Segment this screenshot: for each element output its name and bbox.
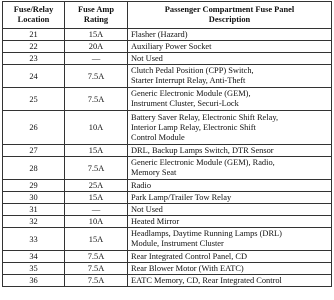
- fuse-description: Not Used: [127, 52, 332, 65]
- header-location-line: Location: [17, 15, 50, 24]
- fuse-description-line: Radio: [131, 180, 152, 190]
- fuse-amp-rating: 7.5A: [64, 64, 128, 88]
- fuse-description-line: Generic Electronic Module (GEM), Radio,: [131, 158, 275, 167]
- fuse-description-line: Headlamps, Daytime Running Lamps (DRL): [131, 229, 282, 238]
- fuse-description: Heated Mirror: [127, 215, 332, 228]
- fuse-description-line: Rear Blower Motor (With EATC): [131, 263, 244, 273]
- fuse-location: 23: [2, 52, 65, 65]
- header-rating-line: Rating: [83, 15, 109, 24]
- fuse-location: 21: [2, 28, 65, 41]
- fuse-description-line: Auxiliary Power Socket: [131, 41, 212, 51]
- fuse-location: 34: [2, 250, 65, 263]
- fuse-description-line: Instrument Cluster, Securi-Lock: [131, 99, 239, 108]
- header-location-line: Fuse/Relay: [13, 5, 54, 14]
- fuse-description: Not Used: [127, 203, 332, 216]
- fuse-description: EATC Memory, CD, Rear Integrated Control: [127, 274, 332, 287]
- fuse-description: DRL, Backup Lamps Switch, DTR Sensor: [127, 144, 332, 157]
- fuse-amp-rating: 7.5A: [64, 87, 128, 111]
- table-header-row: Fuse/Relay Location Fuse Amp Rating Pass…: [2, 1, 332, 29]
- fuse-description-line: EATC Memory, CD, Rear Integrated Control: [131, 275, 282, 285]
- fuse-description: Auxiliary Power Socket: [127, 40, 332, 53]
- fuse-description-line: DRL, Backup Lamps Switch, DTR Sensor: [131, 145, 274, 155]
- fuse-description: Rear Blower Motor (With EATC): [127, 262, 332, 275]
- fuse-location: 31: [2, 203, 65, 216]
- fuse-description-line: Not Used: [131, 204, 163, 214]
- header-rating: Fuse Amp Rating: [64, 1, 128, 29]
- header-description-line: Passenger Compartment Fuse Panel: [164, 5, 295, 14]
- fuse-amp-rating: —: [64, 203, 128, 216]
- fuse-description: Rear Integrated Control Panel, CD: [127, 250, 332, 263]
- fuse-description-line: Flasher (Hazard): [131, 29, 188, 39]
- fuse-location: 35: [2, 262, 65, 275]
- fuse-description: Headlamps, Daytime Running Lamps (DRL)Mo…: [127, 227, 332, 251]
- fuse-description: Radio: [127, 179, 332, 192]
- fuse-description-line: Control Module: [131, 132, 185, 142]
- fuse-description: Clutch Pedal Position (CPP) Switch,Start…: [127, 64, 332, 88]
- fuse-location: 32: [2, 215, 65, 228]
- fuse-location: 22: [2, 40, 65, 53]
- fuse-amp-rating: 15A: [64, 28, 128, 41]
- fuse-amp-rating: 10A: [64, 215, 128, 228]
- fuse-amp-rating: 15A: [64, 227, 128, 251]
- fuse-location: 26: [2, 110, 65, 145]
- fuse-description: Generic Electronic Module (GEM), Radio,M…: [127, 156, 332, 180]
- fuse-amp-rating: 25A: [64, 179, 128, 192]
- fuse-amp-rating: —: [64, 52, 128, 65]
- fuse-description: Generic Electronic Module (GEM),Instrume…: [127, 87, 332, 111]
- fuse-amp-rating: 7.5A: [64, 274, 128, 287]
- fuse-amp-rating: 7.5A: [64, 250, 128, 263]
- fuse-description-line: Not Used: [131, 53, 163, 63]
- fuse-location: 24: [2, 64, 65, 88]
- fuse-description-line: Module, Instrument Cluster: [131, 239, 224, 248]
- fuse-description-line: Starter Interrupt Relay, Anti-Theft: [131, 76, 246, 85]
- fuse-table: Fuse/Relay Location Fuse Amp Rating Pass…: [2, 1, 332, 287]
- fuse-description-line: Clutch Pedal Position (CPP) Switch,: [131, 66, 254, 75]
- fuse-location: 25: [2, 87, 65, 111]
- fuse-amp-rating: 15A: [64, 144, 128, 157]
- header-description: Passenger Compartment Fuse Panel Descrip…: [127, 1, 332, 29]
- fuse-location: 33: [2, 227, 65, 251]
- fuse-description-line: Park Lamp/Trailer Tow Relay: [131, 192, 232, 202]
- fuse-location: 36: [2, 274, 65, 287]
- fuse-amp-rating: 7.5A: [64, 156, 128, 180]
- table-row: 31—Not Used: [2, 203, 332, 216]
- fuse-location: 28: [2, 156, 65, 180]
- header-rating-line: Fuse Amp: [77, 5, 115, 14]
- fuse-description-line: Battery Saver Relay, Electronic Shift Re…: [131, 112, 279, 122]
- fuse-description-line: Interior Lamp Relay, Electronic Shift: [131, 122, 256, 132]
- fuse-description-line: Generic Electronic Module (GEM),: [131, 89, 251, 98]
- fuse-amp-rating: 15A: [64, 191, 128, 204]
- fuse-description: Park Lamp/Trailer Tow Relay: [127, 191, 332, 204]
- fuse-location: 27: [2, 144, 65, 157]
- fuse-description: Flasher (Hazard): [127, 28, 332, 41]
- table-row: 23—Not Used: [2, 52, 332, 65]
- header-location: Fuse/Relay Location: [2, 1, 65, 29]
- fuse-description-line: Heated Mirror: [131, 216, 180, 226]
- fuse-amp-rating: 20A: [64, 40, 128, 53]
- fuse-location: 29: [2, 179, 65, 192]
- fuse-amp-rating: 7.5A: [64, 262, 128, 275]
- header-description-line: Description: [208, 15, 251, 24]
- fuse-description-line: Rear Integrated Control Panel, CD: [131, 251, 248, 261]
- fuse-description: Battery Saver Relay, Electronic Shift Re…: [127, 110, 332, 145]
- fuse-amp-rating: 10A: [64, 110, 128, 145]
- fuse-location: 30: [2, 191, 65, 204]
- fuse-description-line: Memory Seat: [131, 168, 177, 177]
